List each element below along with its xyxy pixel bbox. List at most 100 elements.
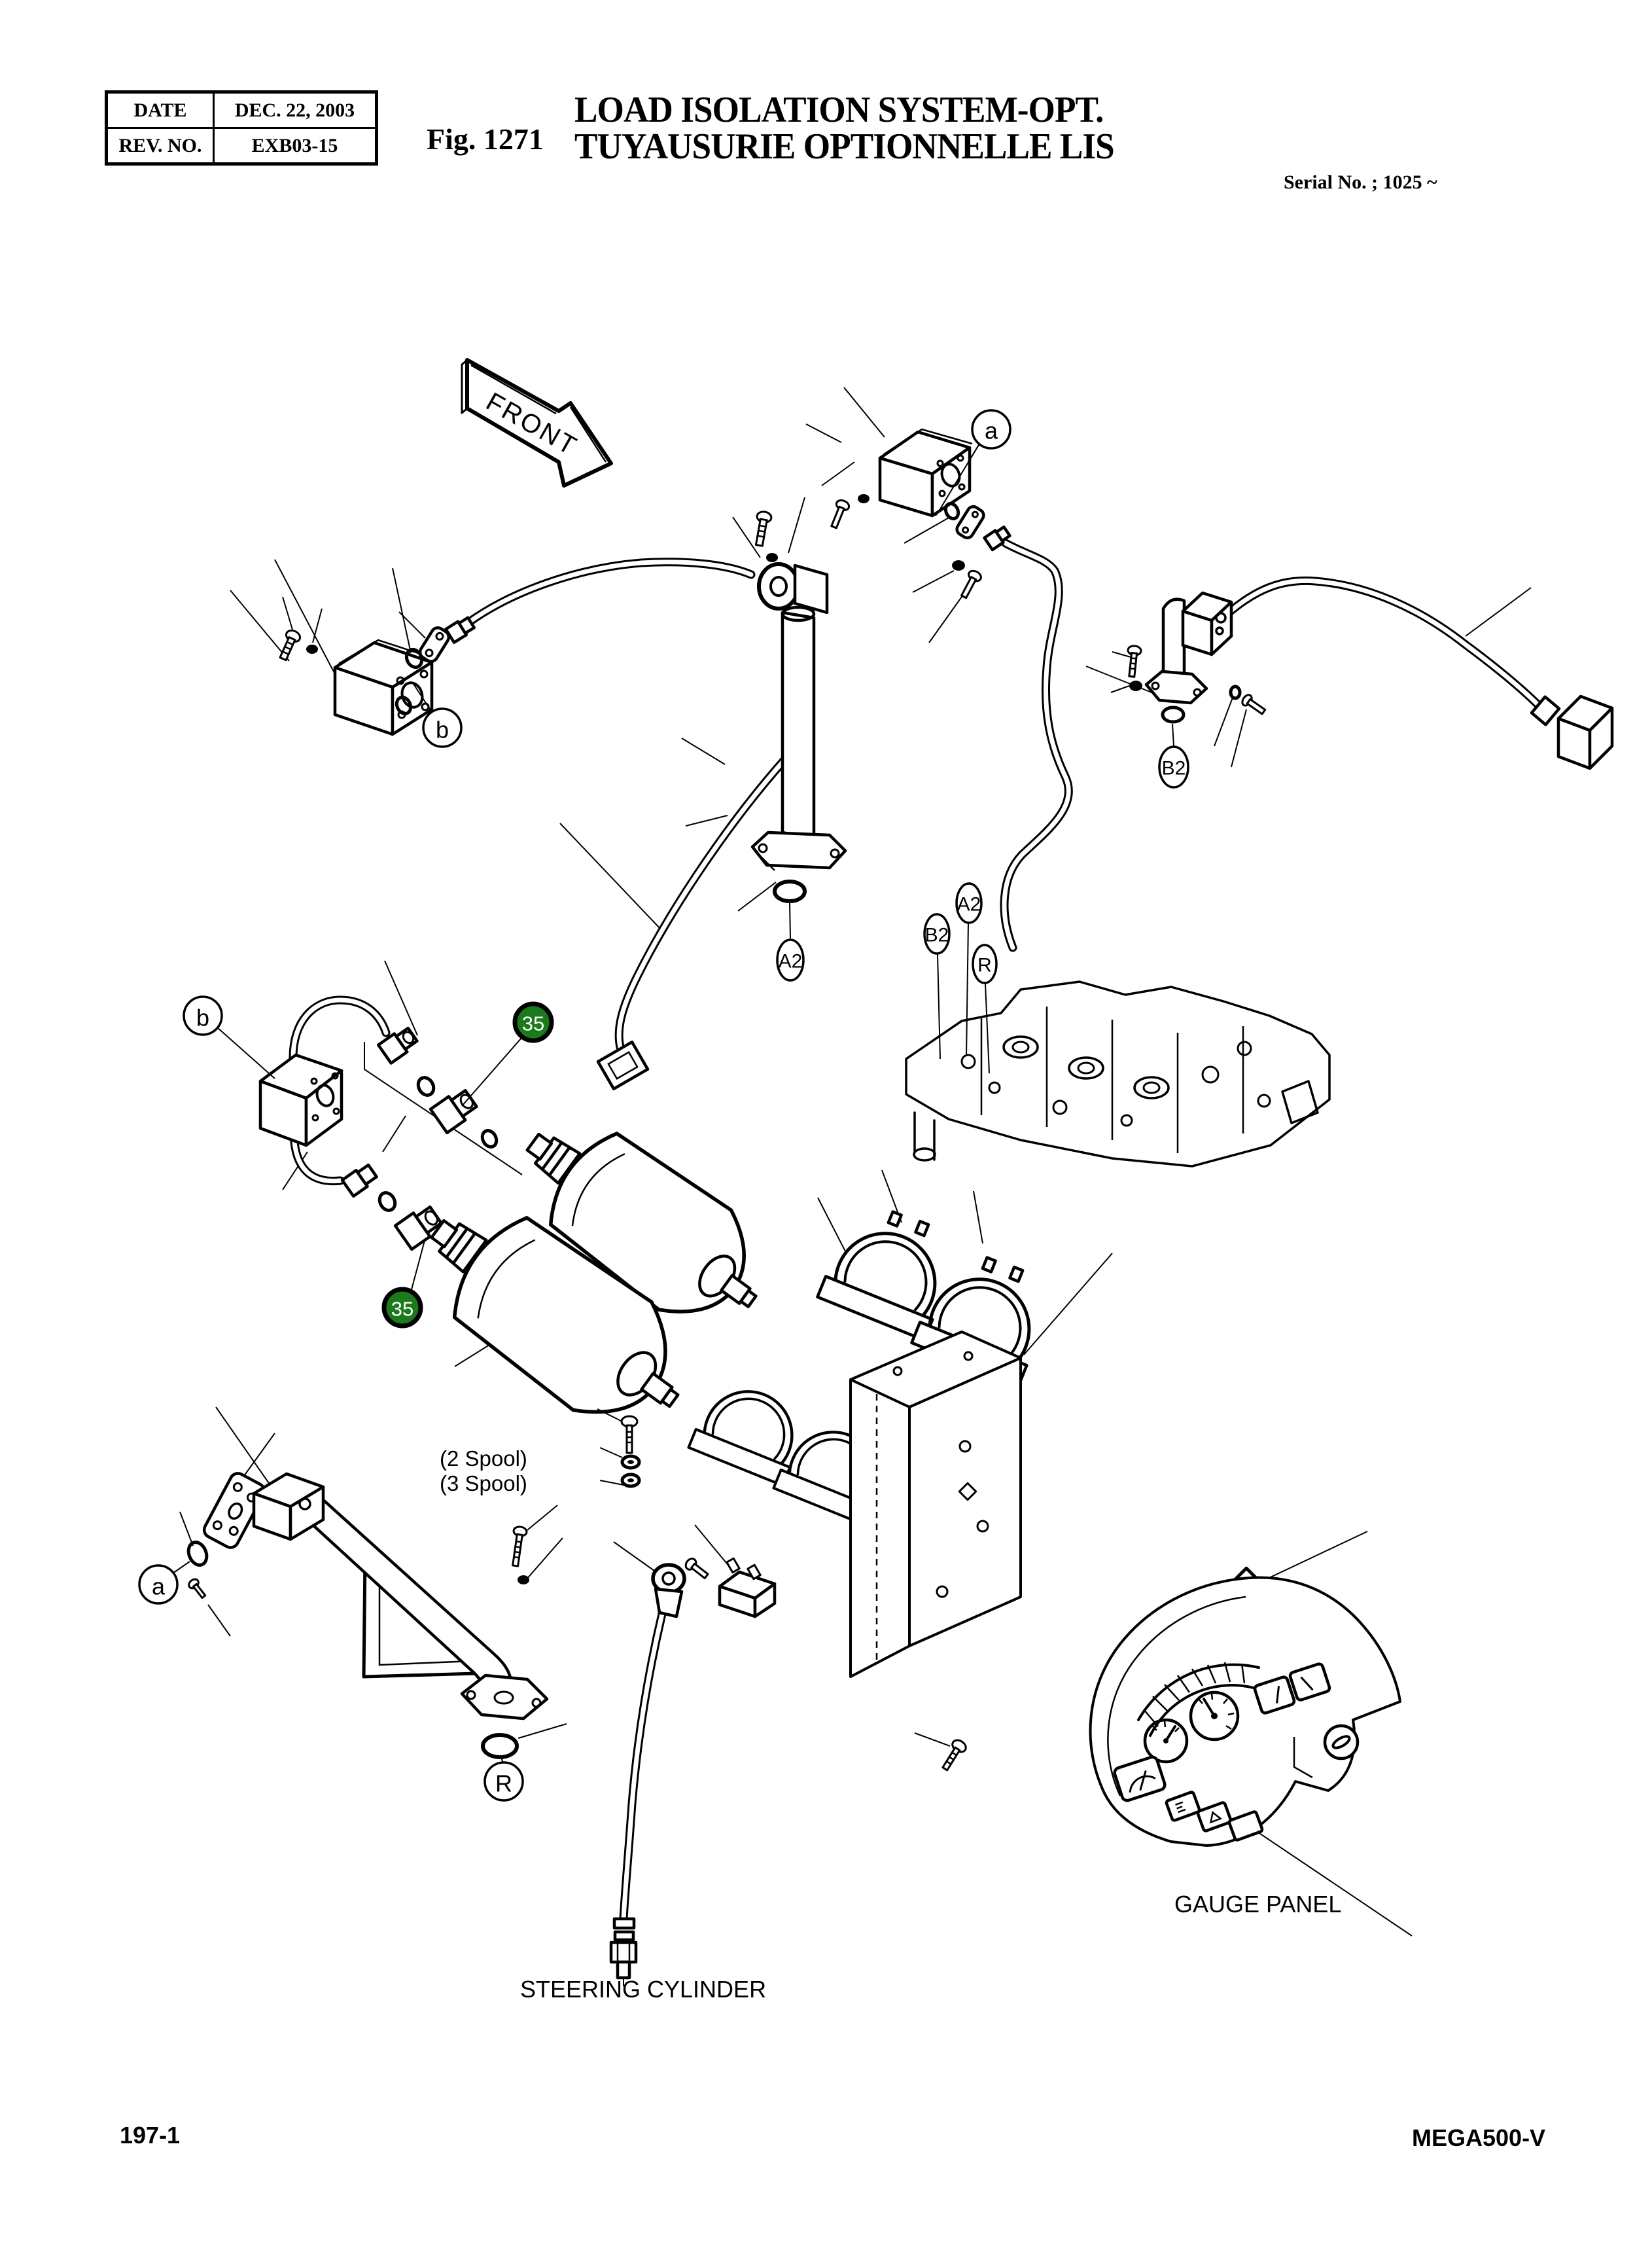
o-ring [1229, 685, 1242, 700]
hose-end-fitting [983, 526, 1011, 552]
banjo-bolt [684, 1558, 709, 1580]
spring-washer [620, 1454, 641, 1470]
washer [306, 645, 318, 654]
nipple-block-right [753, 1582, 777, 1618]
gauge-dial [1143, 1718, 1189, 1764]
svg-text:b: b [436, 717, 449, 743]
svg-text:35: 35 [522, 1012, 544, 1035]
mounting-flange [202, 1472, 266, 1549]
mini-gauge [1288, 1662, 1331, 1702]
bolt [941, 1739, 967, 1772]
rocker-switch [1227, 1810, 1264, 1842]
pipe-clamp [816, 1210, 937, 1342]
mini-gauge [1253, 1675, 1296, 1715]
hose-tip [616, 1960, 631, 1980]
figure-number: Fig. 1271 [427, 122, 544, 156]
hose-collar [613, 1930, 635, 1942]
callout-b2-valve: B2 [923, 913, 951, 955]
svg-text:b: b [196, 1005, 209, 1031]
svg-text:A2: A2 [957, 894, 981, 916]
union-fitting [393, 1205, 443, 1251]
o-ring [378, 1191, 397, 1212]
bracket-side [849, 1378, 911, 1678]
front-direction-arrow-icon: FRONT [461, 358, 613, 488]
gauge-dial [1189, 1690, 1240, 1741]
bolt [1241, 694, 1267, 715]
o-ring [480, 1129, 499, 1149]
bolt [1127, 645, 1142, 678]
stand-pipe [1161, 598, 1186, 683]
rocker-switch [1165, 1791, 1201, 1822]
table-row: DATE DEC. 22, 2003 [105, 91, 378, 129]
steering-pipe [311, 1497, 513, 1701]
valve-block-right [391, 660, 434, 736]
hose-end-fitting [444, 616, 476, 644]
bolt [188, 1578, 207, 1599]
badge-35-lower: 35 [381, 1287, 423, 1329]
o-ring [416, 1076, 436, 1097]
bolt [960, 569, 982, 599]
clamp-and-bracket-assembly [597, 1170, 1031, 1772]
svg-text:a: a [985, 418, 998, 444]
page-title: LOAD ISOLATION SYSTEM-OPT. TUYAUSURIE OP… [574, 90, 1115, 167]
part-number-badges: 35 35 [381, 1001, 554, 1329]
center-tube-assembly [559, 497, 847, 1091]
bracket-web [908, 1357, 1022, 1647]
o-ring [186, 1541, 209, 1567]
page-number: 197-1 [120, 2122, 181, 2149]
o-ring [395, 695, 413, 716]
washer [620, 1473, 641, 1488]
elbow-block-right [304, 1069, 343, 1147]
steering-cylinder-label: STEERING CYLINDER [520, 1976, 766, 2003]
hose-collar [1530, 695, 1561, 726]
hose-coupling [340, 1163, 378, 1198]
callout-b2-stand: B2 [1158, 745, 1189, 789]
callouts: a b B2 A2 B2 [138, 409, 1189, 1802]
svg-text:R: R [977, 955, 992, 976]
vertical-tube [781, 611, 816, 841]
callout-a2-tube: A2 [776, 938, 805, 982]
bolt [512, 1526, 528, 1567]
diagram-labels: (2 Spool) (3 Spool) STEERING CYLINDER GA… [440, 1446, 1341, 2003]
left-elbow-block-assembly [258, 960, 523, 1367]
svg-text:B2: B2 [1162, 758, 1186, 779]
split-flange [955, 505, 985, 540]
title-english: LOAD ISOLATION SYSTEM-OPT. [574, 90, 1104, 130]
svg-text:B2: B2 [925, 925, 949, 946]
spool-3-label: (3 Spool) [440, 1471, 527, 1495]
svg-text:R: R [495, 1770, 512, 1797]
svg-text:35: 35 [391, 1298, 413, 1321]
svg-text:a: a [152, 1573, 166, 1600]
o-ring [943, 501, 960, 521]
table-row: REV. NO. EXB03-15 [105, 127, 378, 165]
accumulator-upper [525, 1132, 758, 1313]
valve-block-right [930, 446, 972, 518]
o-ring [1161, 705, 1186, 724]
bolt [620, 1415, 639, 1454]
upper-left-valve-block-assembly [230, 558, 756, 736]
callout-b-elbow: b [183, 995, 223, 1036]
pipe-clamp [687, 1390, 794, 1487]
gauge-panel-label: GAUGE PANEL [1174, 1891, 1341, 1918]
stand-flange [1144, 670, 1208, 705]
callout-a-bracket: a [138, 1564, 179, 1605]
title-french: TUYAUSURIE OPTIONNELLE LIS [574, 126, 1115, 167]
bolt [279, 629, 302, 662]
split-flange [418, 626, 451, 663]
foot-flange [460, 1673, 549, 1721]
accumulator-lower [430, 1216, 680, 1414]
date-label: DATE [105, 91, 215, 129]
rocker-switch [1196, 1801, 1233, 1832]
mini-gauge [1113, 1755, 1167, 1802]
model-code: MEGA500-V [1412, 2124, 1546, 2151]
hose-nut [609, 1940, 638, 1964]
svg-text:A2: A2 [779, 951, 803, 973]
callout-a-top: a [971, 409, 1011, 450]
banjo-eye [757, 562, 800, 611]
banjo-bolt [754, 510, 773, 547]
callout-b-upper-left: b [422, 707, 463, 748]
serial-number: Serial No. ; 1025 ~ [1284, 171, 1437, 193]
gauge-panel-drawing [1089, 1531, 1413, 1937]
panel-body [1089, 1576, 1401, 1847]
